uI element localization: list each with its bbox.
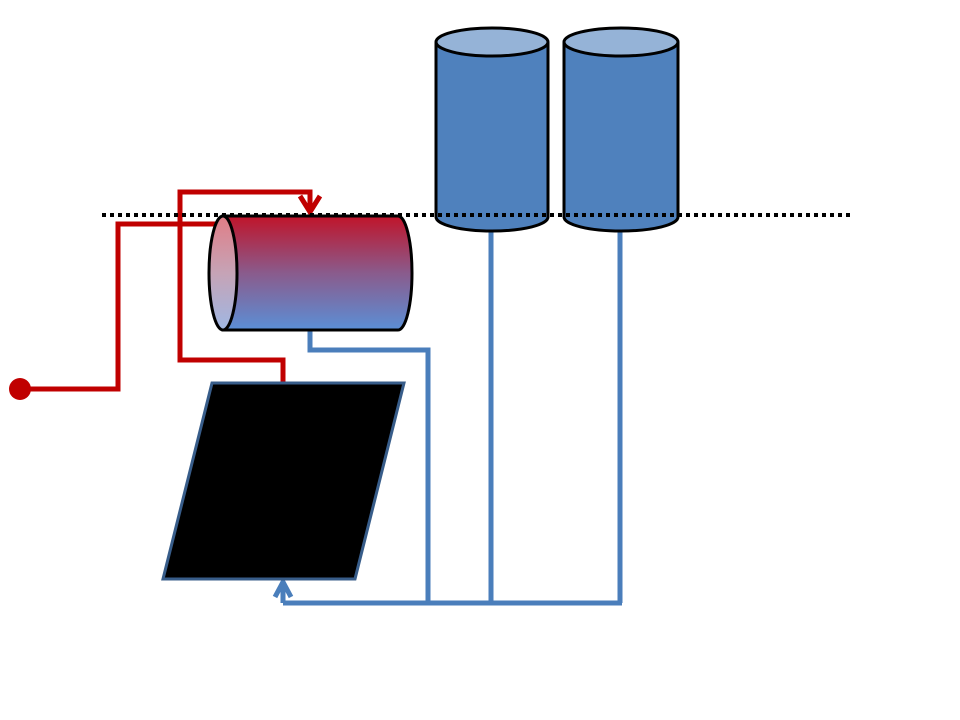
arrow-head-heater-inlet [297,194,323,217]
hot-pipe-collector-to-heater [177,189,313,383]
storage-tank-1 [434,26,550,233]
solar-collector-panel [161,381,406,581]
storage-tank-2 [562,26,680,233]
heater-tank-body [221,214,414,332]
storage-tank-2-top [562,26,680,58]
heater-tank-end-cap [207,214,239,332]
hot-water-heater-tank [207,214,414,332]
arrow-head-collector-inlet [272,576,294,599]
storage-tank-2-body [562,42,680,233]
storage-tank-1-top [434,26,550,58]
hot-water-pipes [20,189,323,392]
cold-water-pipes [272,230,623,606]
hot-pipe-outlet [20,221,223,392]
storage-tank-1-body [434,42,550,233]
hot-water-outlet-point [9,378,31,400]
cold-pipe-heater-outlet [307,330,431,603]
